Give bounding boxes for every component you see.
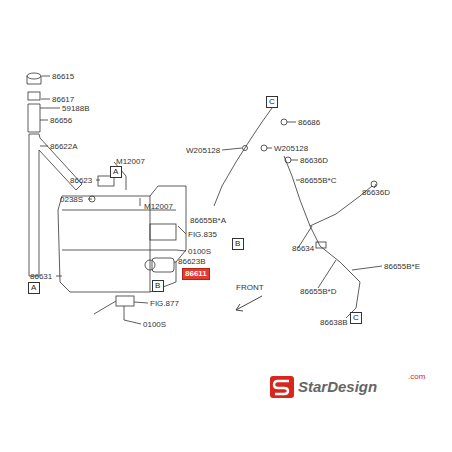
screw	[124, 306, 125, 320]
filler-pipe	[29, 134, 82, 276]
hose	[284, 156, 360, 308]
part-number: 0100S	[188, 247, 211, 256]
reference-box: A	[28, 282, 40, 294]
part-number: W205128	[186, 146, 220, 155]
part-number: 86638B	[320, 318, 348, 327]
reference-letter: A	[31, 283, 37, 292]
part-number: 0238S	[60, 195, 83, 204]
reference-letter: B	[235, 239, 241, 248]
connector	[316, 242, 326, 248]
reference-letter: 86611	[185, 269, 207, 278]
reference-box: A	[110, 166, 122, 178]
part-number: 86655B*C	[300, 176, 336, 185]
reference-box: B	[152, 280, 164, 292]
reference-box: B	[232, 238, 244, 250]
figure-reference: FIG.877	[150, 299, 179, 308]
watermark: StarDesign	[298, 378, 377, 395]
front-arrow	[236, 296, 262, 311]
nozzle-joint	[285, 157, 291, 163]
logo-mark	[274, 381, 289, 394]
washer-tank	[58, 186, 186, 292]
part-number: 59188B	[62, 104, 90, 113]
part-number: 86634	[292, 244, 314, 253]
leader-line	[40, 76, 382, 324]
reference-letter: B	[155, 281, 161, 290]
part-number: M12007	[144, 202, 173, 211]
pump-grommet	[145, 260, 155, 270]
bracket	[150, 224, 176, 240]
part-number: 86631	[30, 272, 52, 281]
figure-reference: FIG.835	[188, 230, 217, 239]
tank-edge	[62, 196, 176, 292]
highlighted-part: 86611	[182, 268, 210, 280]
reference-letter: C	[269, 97, 275, 106]
part-number: 86656	[50, 116, 72, 125]
watermark: .com	[408, 372, 425, 381]
hose-clip	[243, 146, 248, 151]
part-number: 86615	[52, 72, 74, 81]
reference-box: C	[350, 312, 362, 324]
grommet	[281, 119, 287, 125]
nozzle-joint	[371, 181, 377, 187]
part-number: 86655B*E	[384, 262, 420, 271]
part-number: 86622A	[50, 142, 78, 151]
part-number: 0100S	[143, 320, 166, 329]
bolt	[126, 176, 140, 206]
hose-clip	[261, 145, 267, 151]
part-number: 86636D	[362, 188, 390, 197]
part-number: 86636D	[300, 156, 328, 165]
level-sensor	[116, 296, 134, 306]
direction-label: FRONT	[236, 283, 264, 292]
filler-neck-top	[28, 104, 40, 132]
part-number: M12007	[116, 157, 145, 166]
part-number: 86655B*A	[190, 216, 226, 225]
cap-seal	[28, 92, 40, 100]
part-number: W205128	[274, 144, 308, 153]
part-number: 86655B*D	[300, 287, 336, 296]
part-number: 86623B	[178, 257, 206, 266]
reference-box: C	[266, 96, 278, 108]
reference-letter: C	[353, 313, 359, 322]
filler-cap	[27, 73, 41, 79]
part-number: 86623	[70, 176, 92, 185]
hose	[214, 108, 272, 206]
part-number: 86686	[298, 118, 320, 127]
reference-letter: A	[113, 167, 119, 176]
part-number: 86617	[52, 95, 74, 104]
sensor-wire	[94, 301, 116, 314]
logo-mark	[270, 376, 294, 398]
filler-cap	[27, 76, 41, 84]
